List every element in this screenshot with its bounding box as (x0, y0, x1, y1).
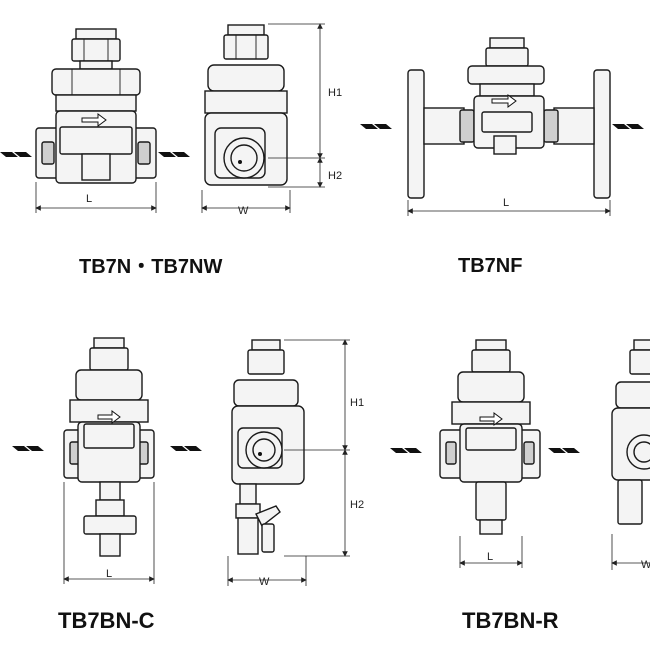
tb7n-h1-label: H1 (328, 87, 342, 99)
tb7bnr-side-view (611, 339, 650, 570)
tb7n-h2-label: H2 (328, 170, 342, 182)
caption-tb7n: TB7N・TB7NW (79, 256, 223, 278)
tb7n-front-view (0, 28, 190, 213)
tb7nf-length-label: L (503, 197, 509, 209)
tb7bnc-length-label: L (106, 568, 112, 580)
tb7bnc-side-view (227, 339, 350, 586)
caption-tb7bnc: TB7BN-C (58, 608, 155, 633)
tb7bnr-width-label: W (641, 559, 650, 571)
tb7bnc-width-label: W (259, 576, 270, 588)
caption-tb7bnr: TB7BN-R (462, 608, 559, 633)
tb7n-width-label: W (238, 205, 249, 217)
tb7n-length-label: L (86, 193, 92, 205)
caption-tb7nf: TB7NF (458, 255, 523, 277)
tb7n-side-view (201, 23, 325, 213)
tb7bnc-h2-label: H2 (350, 499, 364, 511)
tb7bnr-length-label: L (487, 551, 493, 563)
tb7nf-view (360, 37, 644, 216)
tb7bnc-front-view (12, 337, 202, 584)
tb7bnr-front-view (390, 339, 580, 568)
tb7bnc-h1-label: H1 (350, 397, 364, 409)
